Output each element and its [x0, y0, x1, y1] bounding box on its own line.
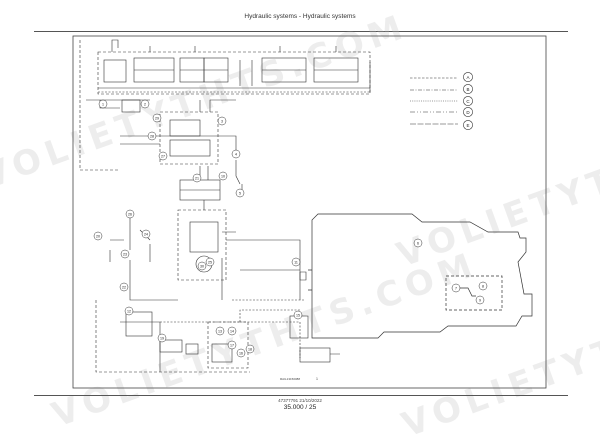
- diagram-frame: [72, 35, 547, 389]
- legend-markers: A B C D E: [463, 72, 473, 130]
- callout-3: 3: [221, 119, 223, 123]
- callout-23: 23: [123, 252, 127, 256]
- legend-key-b: B: [466, 87, 469, 92]
- header-divider: [34, 31, 568, 32]
- hydraulic-schematic: A B C D E 1 2 3 4 5 6 7 8 9 10 11 12 13 …: [72, 35, 547, 389]
- callout-15: 15: [296, 313, 300, 317]
- pump-valve-column: [79, 40, 340, 373]
- callout-10: 10: [221, 174, 225, 178]
- callout-30: 30: [200, 264, 204, 268]
- callout-27: 27: [161, 154, 165, 158]
- valve-bank: [97, 39, 371, 95]
- callout-20: 20: [96, 234, 100, 238]
- callout-18: 18: [248, 347, 252, 351]
- callout-6: 6: [417, 241, 419, 245]
- callout-21: 21: [195, 176, 199, 180]
- document-number: 47377791 21/10/2022: [278, 398, 322, 403]
- callout-9: 9: [479, 298, 481, 302]
- callout-22: 22: [122, 285, 126, 289]
- callout-12: 12: [127, 309, 131, 313]
- callout-8: 8: [482, 284, 484, 288]
- drawing-sheet: 1: [316, 377, 318, 381]
- callout-13: 13: [218, 329, 222, 333]
- callout-26: 26: [128, 212, 132, 216]
- callout-11: 11: [294, 260, 298, 264]
- line-type-legend: [410, 77, 458, 125]
- legend-key-e: E: [466, 123, 469, 128]
- callout-14: 14: [230, 329, 234, 333]
- callout-16: 16: [239, 351, 243, 355]
- callout-28: 28: [150, 134, 154, 138]
- callout-25: 25: [208, 260, 212, 264]
- callout-7: 7: [455, 286, 457, 290]
- page-title: Hydraulic systems - Hydraulic systems: [244, 13, 356, 20]
- callout-2: 2: [144, 102, 146, 106]
- callout-4: 4: [235, 152, 237, 156]
- component-callouts: 1 2 3 4 5 6 7 8 9 10 11 12 13 14 15 16 1…: [93, 99, 488, 358]
- legend-key-d: D: [466, 110, 470, 115]
- callout-19: 19: [160, 336, 164, 340]
- legend-key-c: C: [466, 99, 470, 104]
- page-number: 35.000 / 25: [283, 404, 317, 411]
- footer-divider: [34, 395, 568, 396]
- legend-key-a: A: [466, 75, 469, 80]
- transmission-housing: [308, 213, 533, 339]
- drawing-reference: RAIL13150088: [280, 377, 300, 381]
- callout-24: 24: [144, 232, 148, 236]
- callout-17: 17: [230, 343, 234, 347]
- callout-29: 29: [155, 116, 159, 120]
- callout-5: 5: [239, 191, 241, 195]
- callout-1: 1: [102, 102, 104, 106]
